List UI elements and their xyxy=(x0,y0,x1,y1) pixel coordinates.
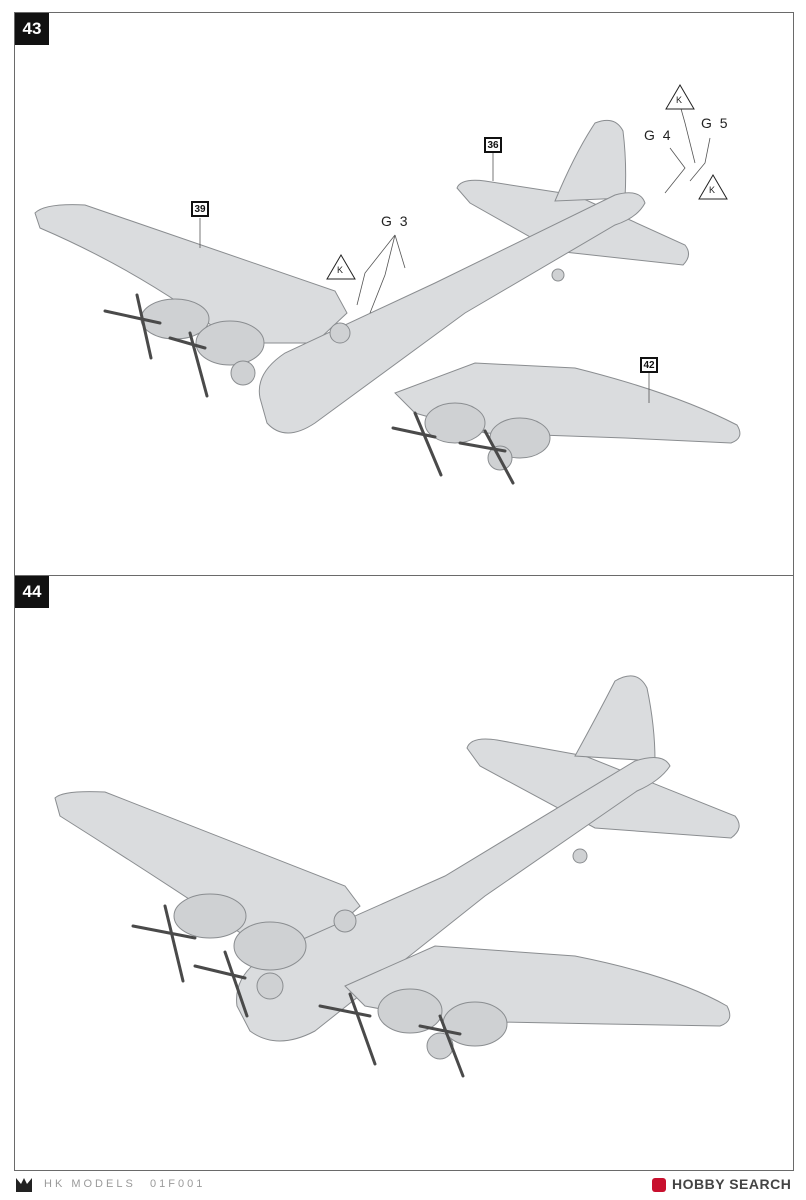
propeller xyxy=(103,309,162,325)
propeller xyxy=(168,336,207,350)
step-44-diagram xyxy=(54,675,740,1078)
hobby-search-watermark: HOBBY SEARCH xyxy=(672,1176,792,1192)
vertical-fin xyxy=(574,675,656,762)
step-44-panel: 44 xyxy=(14,575,794,1171)
warning-k-label: K xyxy=(709,185,716,195)
nacelle xyxy=(442,1001,508,1047)
warning-k-label: K xyxy=(676,95,683,105)
propeller xyxy=(348,992,377,1066)
propeller xyxy=(131,924,197,940)
part-label-g5: G 5 xyxy=(701,115,730,131)
step-number: 43 xyxy=(15,13,49,45)
top-turret xyxy=(329,322,351,344)
footer-brand: HK MODELS xyxy=(44,1178,136,1190)
propeller xyxy=(193,964,247,980)
step-43-panel: 43 xyxy=(14,12,794,576)
warning-triangle xyxy=(665,84,695,110)
hobby-search-icon xyxy=(652,1178,666,1192)
footer-code: 01F001 xyxy=(150,1178,206,1190)
vertical-fin xyxy=(554,119,627,202)
propeller xyxy=(223,950,249,1018)
part-label-g3: G 3 xyxy=(381,213,410,229)
tail-wheel xyxy=(551,268,565,282)
top-turret xyxy=(333,909,357,933)
nacelle xyxy=(377,988,443,1034)
page-footer: HK MODELS 01F001 HOBBY SEARCH xyxy=(0,1172,806,1200)
propeller xyxy=(438,1014,465,1078)
ref-step-42: 42 xyxy=(640,357,658,373)
fuselage xyxy=(258,192,646,434)
propeller xyxy=(413,411,443,477)
propeller xyxy=(163,904,185,983)
propeller xyxy=(188,331,209,398)
nacelle xyxy=(140,298,210,340)
warning-k-label: K xyxy=(337,265,344,275)
propeller xyxy=(418,1024,462,1036)
step-number: 44 xyxy=(15,576,49,608)
warning-triangle xyxy=(326,254,356,280)
nacelle xyxy=(195,320,265,366)
propeller xyxy=(135,293,153,360)
nacelle xyxy=(233,921,307,971)
hk-models-logo-icon xyxy=(16,1178,32,1192)
propeller xyxy=(391,426,437,439)
ref-step-36: 36 xyxy=(484,137,502,153)
nacelle xyxy=(424,402,486,444)
landing-wheel xyxy=(230,360,256,386)
propeller xyxy=(458,441,507,453)
nacelle xyxy=(173,893,247,939)
landing-wheel xyxy=(256,972,284,1000)
tail-wheel xyxy=(572,848,588,864)
part-label-g4: G 4 xyxy=(644,127,673,143)
propeller xyxy=(318,1004,372,1018)
step-43-diagram xyxy=(34,84,741,485)
warning-triangle xyxy=(698,174,728,200)
propeller xyxy=(483,429,515,485)
ref-step-39: 39 xyxy=(191,201,209,217)
